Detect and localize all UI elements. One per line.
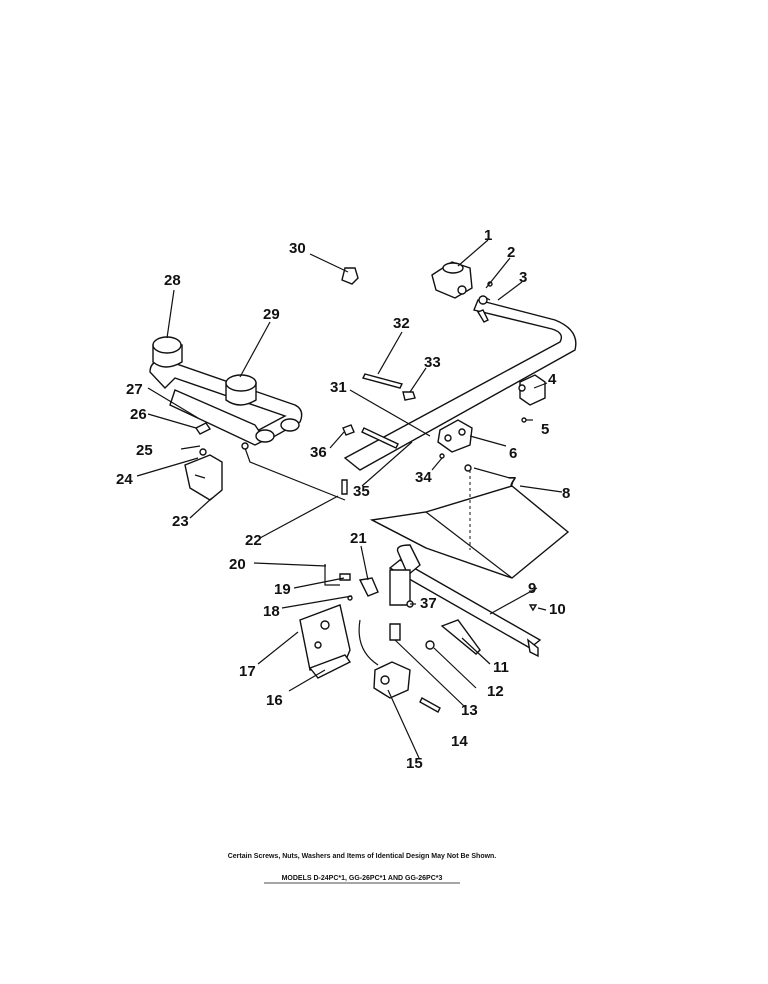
igniter — [358, 577, 379, 597]
manifold-pipe — [343, 299, 577, 471]
callout-22: 22 — [245, 532, 262, 549]
callout-2: 2 — [507, 244, 515, 261]
washer — [425, 640, 435, 650]
callout-1: 1 — [484, 227, 492, 244]
callout-23: 23 — [172, 513, 189, 530]
screw-small — [528, 604, 538, 612]
callout-26: 26 — [130, 406, 147, 423]
callout-labels: 1 2 3 4 5 6 7 8 9 10 11 12 13 14 15 16 1… — [116, 227, 570, 772]
callout-3: 3 — [519, 269, 527, 286]
valve-small — [519, 374, 546, 406]
callout-21: 21 — [350, 530, 367, 547]
clip — [194, 422, 212, 435]
nut — [402, 391, 416, 401]
rod-small — [361, 427, 399, 449]
wire-20 — [324, 564, 340, 586]
callout-6: 6 — [509, 445, 517, 462]
models-caption: MODELS D-24PC*1, GG-26PC*1 AND GG-26PC*3 — [282, 875, 443, 882]
callout-7: 7 — [508, 474, 516, 491]
callout-10: 10 — [549, 601, 566, 618]
callout-14: 14 — [451, 733, 468, 750]
callout-8: 8 — [562, 485, 570, 502]
thermocouple-tube — [244, 447, 346, 501]
callout-11: 11 — [493, 659, 509, 676]
callout-31: 31 — [330, 379, 347, 396]
callout-16: 16 — [266, 692, 283, 709]
callout-19: 19 — [274, 581, 291, 598]
callout-36: 36 — [310, 444, 327, 461]
callout-24: 24 — [116, 471, 133, 488]
callout-32: 32 — [393, 315, 410, 332]
callout-5: 5 — [541, 421, 549, 438]
oven-safety-valve — [358, 619, 411, 699]
fitting — [478, 295, 488, 305]
footnote: Certain Screws, Nuts, Washers and Items … — [228, 853, 497, 860]
callout-30: 30 — [289, 240, 306, 257]
callout-34: 34 — [415, 469, 432, 486]
callout-37: 37 — [420, 595, 437, 612]
callout-13: 13 — [461, 702, 478, 719]
leader-lines — [136, 239, 563, 759]
screw-36 — [342, 424, 355, 436]
diagram-drawing — [149, 261, 577, 713]
rod — [361, 373, 404, 389]
pipe-bracket — [476, 309, 489, 323]
pressure-regulator — [431, 261, 473, 299]
orifice-clip — [389, 623, 401, 641]
callout-4: 4 — [548, 371, 557, 388]
callout-27: 27 — [126, 381, 143, 398]
oven-burner — [388, 544, 542, 658]
burner-assembly — [149, 336, 303, 446]
tube-small — [419, 697, 441, 713]
callout-28: 28 — [164, 272, 181, 289]
callout-12: 12 — [487, 683, 504, 700]
callout-15: 15 — [406, 755, 423, 772]
callout-29: 29 — [263, 306, 280, 323]
callout-18: 18 — [263, 603, 280, 620]
callout-35: 35 — [353, 483, 370, 500]
callout-33: 33 — [424, 354, 441, 371]
callout-17: 17 — [239, 663, 256, 680]
screw — [199, 448, 207, 456]
bracket-clip — [341, 267, 359, 285]
callout-25: 25 — [136, 442, 153, 459]
callout-20: 20 — [229, 556, 246, 573]
callout-9: 9 — [528, 580, 536, 597]
gas-valve — [437, 419, 473, 453]
valve-bracket — [299, 604, 351, 671]
